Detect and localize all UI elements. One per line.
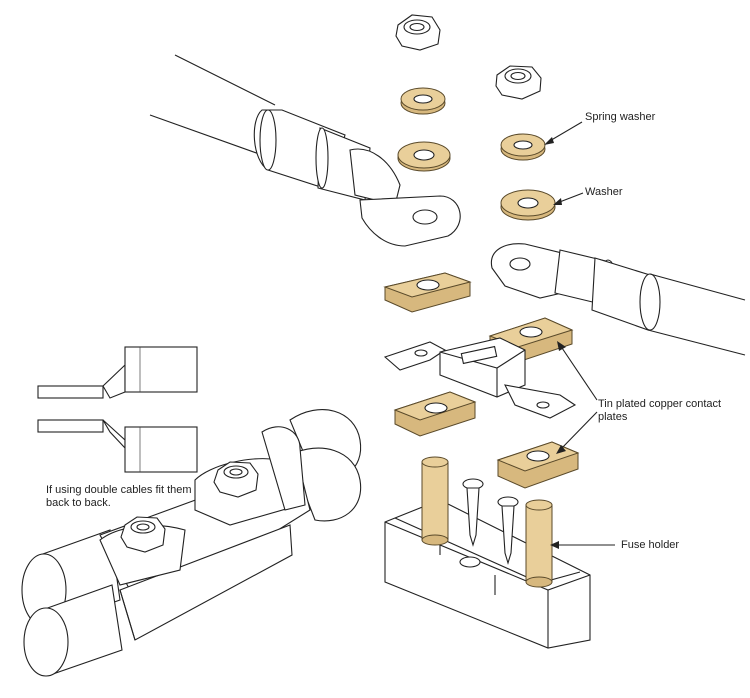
fuse [383, 337, 577, 419]
contact-plate-top [383, 272, 472, 313]
spring-washer-label: Spring washer [585, 111, 656, 123]
double-cables-note: If using double cables fit them back to … [46, 484, 192, 509]
nut-right [495, 65, 542, 100]
right-cable [490, 243, 746, 356]
double-cable-assembly [21, 409, 362, 677]
leader-lines [544, 121, 615, 549]
holder-screw-right [497, 496, 519, 565]
washer-left [397, 141, 451, 172]
spring-washer-left [400, 87, 446, 115]
contact-plate-lower-right [496, 441, 580, 489]
left-cable-lug [359, 195, 461, 247]
holder-screw-left [462, 478, 484, 547]
holder-stud-left [421, 456, 449, 546]
contact-plate-lower-left [393, 391, 477, 437]
lug-icon-top [37, 346, 198, 399]
fuse-holder-label: Fuse holder [621, 539, 680, 551]
lug-icon-bottom [37, 419, 198, 473]
spring-washer-right [500, 133, 546, 161]
left-cable [149, 54, 401, 206]
contact-plates-label: Tin plated copper contact plates [598, 398, 722, 423]
fuse-holder [384, 499, 591, 649]
washer-right [500, 189, 556, 221]
washer-label: Washer [585, 186, 623, 198]
assembly-nut-lower [120, 516, 166, 553]
assembly-nut-upper [213, 461, 259, 498]
nut-left [395, 14, 441, 51]
holder-stud-right [525, 499, 553, 588]
